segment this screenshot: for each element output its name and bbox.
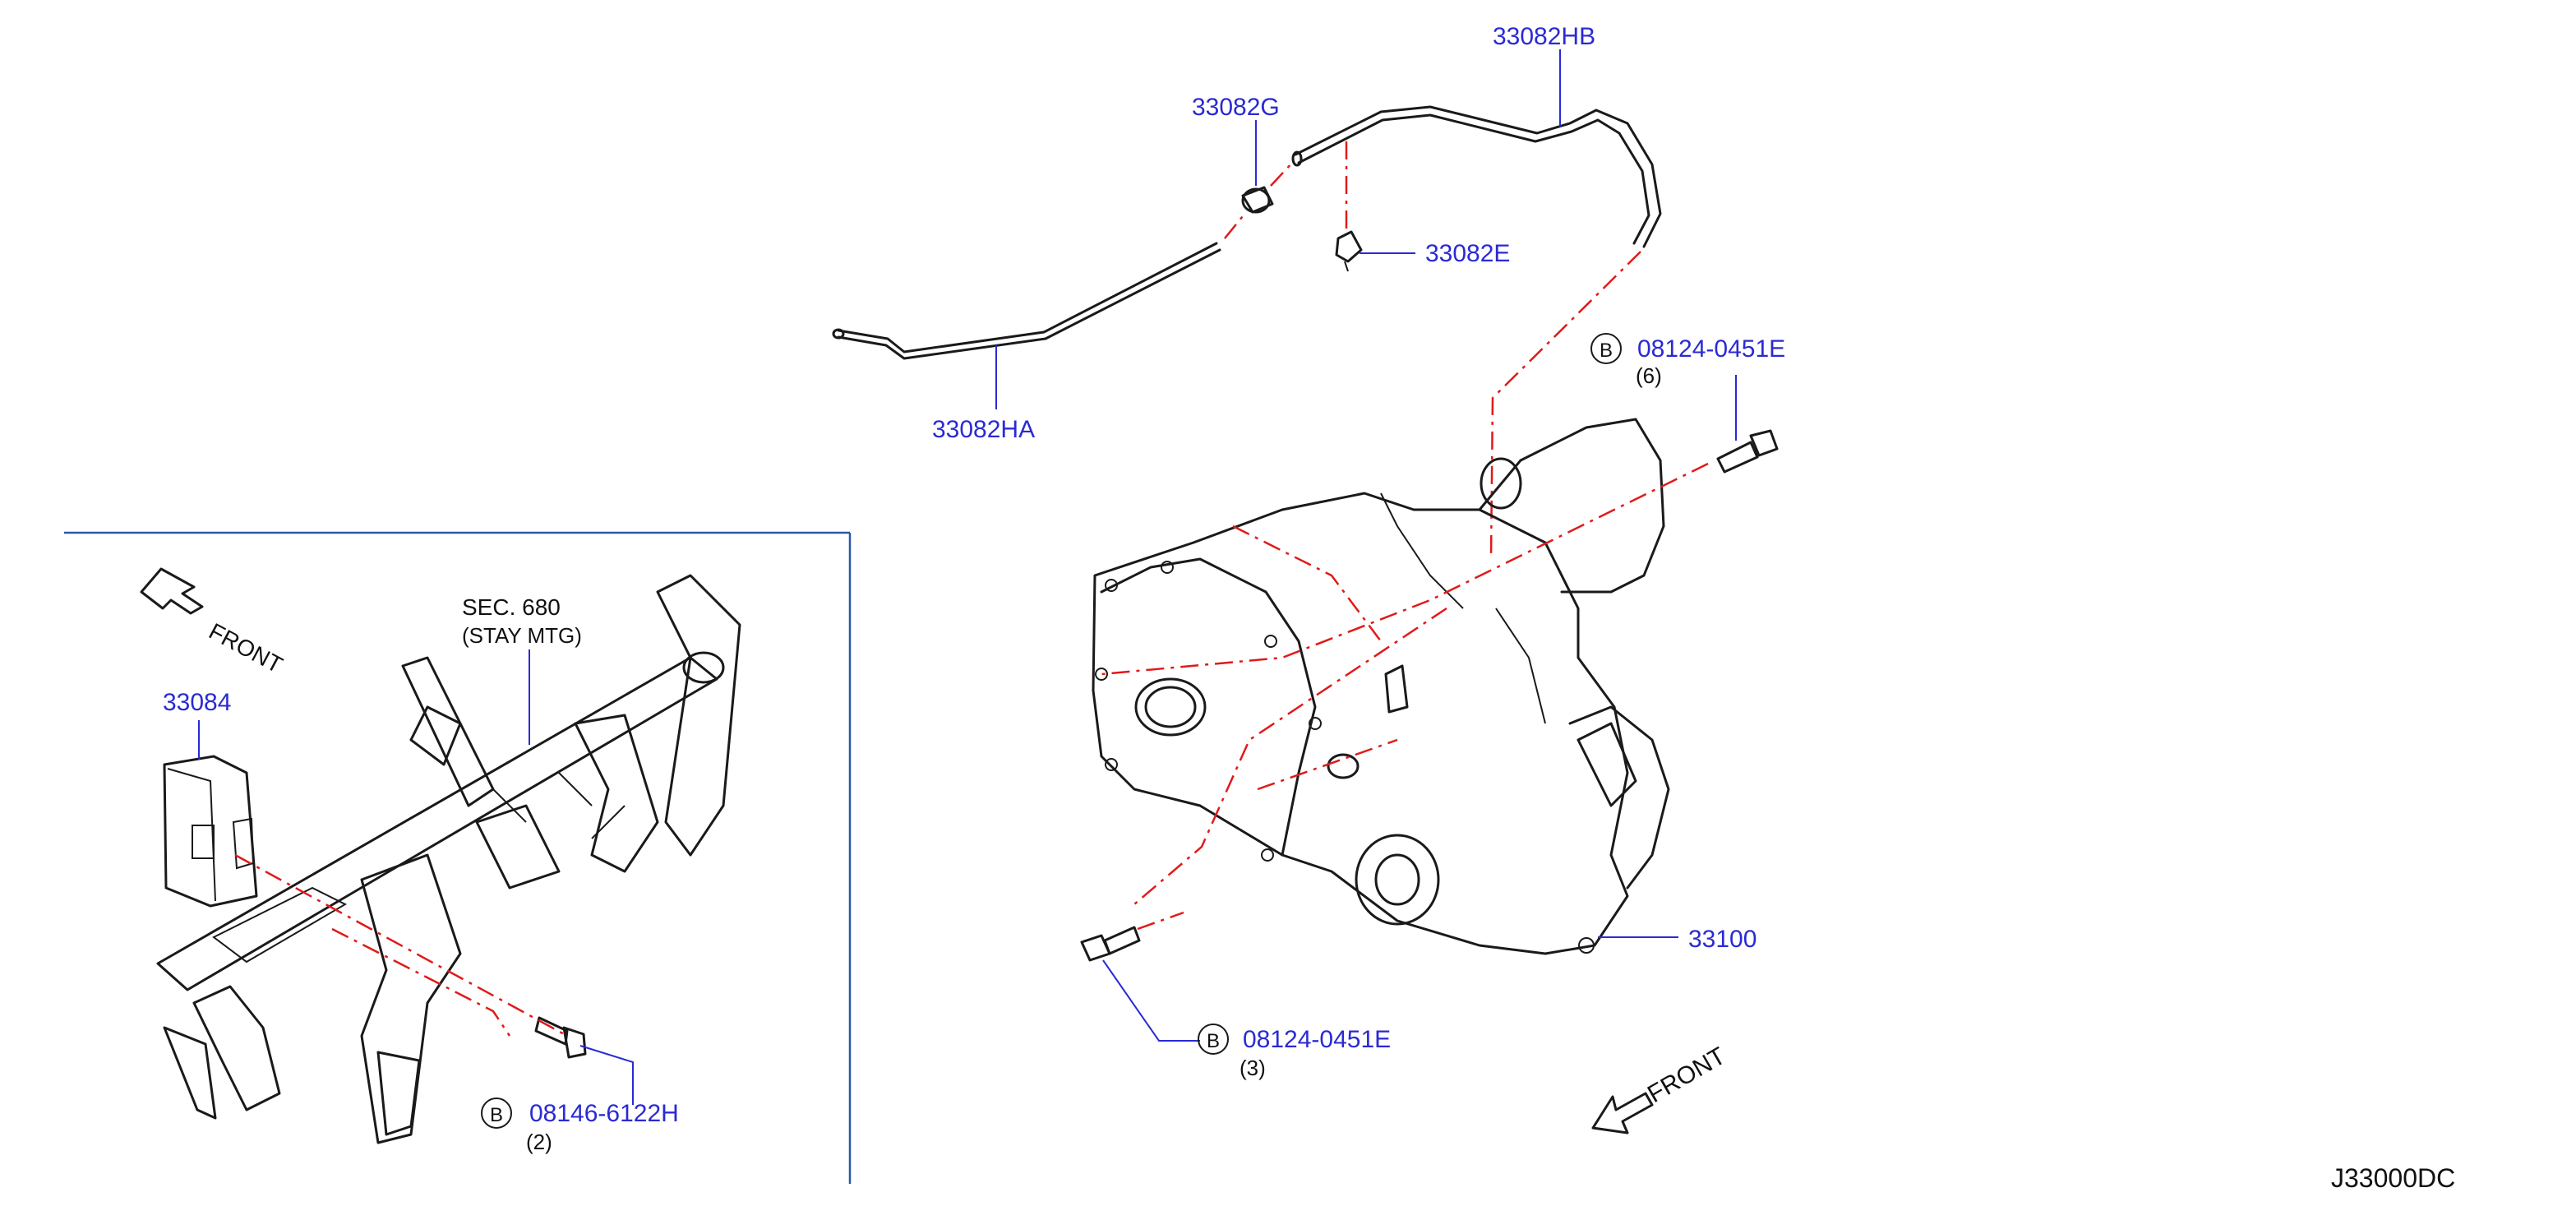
callout-08124-top: 08124-0451E — [1637, 335, 1785, 363]
callout-33082G: 33082G — [1192, 94, 1280, 121]
dash-connector-hose — [1270, 160, 1295, 187]
bolt-marker-08124-bottom — [1198, 1024, 1229, 1055]
breather-hose-33082HB — [1291, 105, 1662, 248]
leader-08146 — [579, 1045, 634, 1105]
front-label: FRONT — [1643, 1042, 1730, 1108]
bolt-marker-letter-1: B — [1600, 340, 1613, 362]
callout-33100: 33100 — [1688, 926, 1757, 953]
leader-08124-bottom — [1102, 959, 1200, 1042]
breather-hose-33082HA — [832, 242, 1221, 360]
bolt-08146-icon — [534, 1016, 587, 1059]
bolt-08124-bottom-icon — [1080, 926, 1141, 962]
qty-08124-top: (6) — [1636, 363, 1662, 388]
connector-33082G — [1241, 186, 1274, 214]
steering-member-assembly — [156, 574, 741, 1144]
bolt-marker-letter-2: B — [1207, 1030, 1220, 1052]
callout-33084: 33084 — [163, 689, 231, 716]
dash-case-bottom-bolt — [1133, 607, 1447, 905]
callout-33082HB: 33082HB — [1493, 23, 1595, 50]
inset-front-label: FRONT — [205, 618, 287, 678]
dash-33084-bolt — [234, 853, 568, 1037]
dash-hose-connector — [1224, 211, 1247, 239]
dash-hose-transfer — [1489, 251, 1641, 560]
callout-08146: 08146-6122H — [529, 1100, 679, 1127]
clip-33082E-icon — [1335, 230, 1363, 272]
transfer-case-33100 — [1092, 418, 1670, 955]
section-sub: (STAY MTG) — [462, 623, 582, 648]
diagram-code: J33000DC — [2331, 1163, 2455, 1193]
bolt-marker-08124-top — [1590, 333, 1622, 364]
inset-frame — [64, 531, 852, 1184]
bolt-08124-top-icon — [1716, 429, 1779, 474]
dash-case-top-bolt — [1101, 462, 1709, 676]
section-ref: SEC. 680 — [462, 594, 561, 620]
front-arrow-icon — [1591, 1092, 1654, 1135]
control-unit-33084 — [163, 755, 258, 908]
callout-33082E: 33082E — [1425, 240, 1510, 267]
qty-08124-bottom: (3) — [1240, 1056, 1266, 1080]
callout-08124-bottom: 08124-0451E — [1243, 1026, 1391, 1053]
bolt-marker-letter-3: B — [490, 1104, 503, 1126]
qty-08146: (2) — [526, 1130, 552, 1154]
dash-inset-2 — [331, 927, 511, 1037]
callout-33082HA: 33082HA — [932, 416, 1035, 443]
bolt-marker-08146 — [481, 1098, 512, 1129]
dash-bottom-bolt — [1137, 911, 1184, 931]
inset-front-arrow-icon: FRONT — [140, 567, 287, 678]
dash-case-internal — [1232, 525, 1398, 791]
